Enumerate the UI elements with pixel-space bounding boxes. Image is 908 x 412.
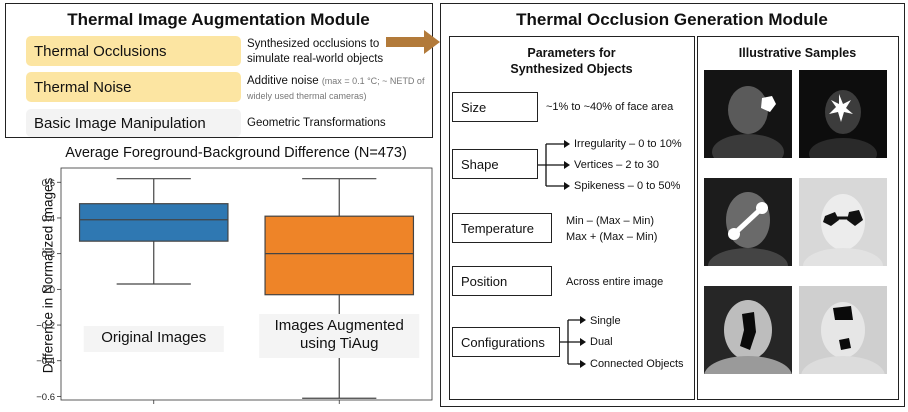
box-iqr [264, 215, 415, 296]
augmentation-module-title: Thermal Image Augmentation Module [67, 10, 370, 29]
samples-header: Illustrative Samples [738, 46, 857, 60]
shape-spikeness-value: Spikeness – 0 to 50% [574, 180, 681, 192]
temperature-param-label: Temperature [461, 220, 534, 236]
basic-manipulation-desc: Geometric Transformations [247, 117, 386, 129]
thermal-noise-desc: Additive noise (max = 0.1 °C; ~ NETD of … [247, 74, 424, 104]
occlusions-desc-line-1: Synthesized occlusions to [247, 38, 380, 50]
shape-irregularity-value: Irregularity – 0 to 10% [574, 138, 682, 150]
shape-param-box: Shape [452, 149, 538, 179]
y-tick-label: −0.6 [36, 392, 55, 403]
config-connected-value: Connected Objects [590, 358, 684, 370]
thermal-noise-item: Thermal Noise [26, 72, 241, 102]
config-single-value: Single [590, 315, 621, 327]
sample-image-1 [704, 70, 792, 158]
parameters-header-line-1: Parameters for [527, 46, 616, 60]
size-param-label: Size [461, 99, 487, 115]
position-param-box: Position [452, 266, 552, 296]
position-param-label: Position [461, 273, 508, 289]
sample-image-5 [704, 286, 792, 374]
thermal-occlusions-desc: Synthesized occlusions to simulate real-… [247, 37, 383, 67]
thermal-occlusions-item: Thermal Occlusions [26, 36, 241, 66]
parameters-header: Parameters for Synthesized Objects [450, 45, 693, 77]
y-tick-label: 0.4 [42, 213, 55, 224]
position-param-value: Across entire image [566, 276, 664, 288]
connector-arrow-icon [386, 30, 440, 54]
config-dual-value: Dual [590, 336, 613, 348]
category-label: Original Images [101, 329, 206, 346]
category-label: Images Augmented [275, 317, 404, 334]
configurations-param-label: Configurations [461, 334, 545, 350]
temperature-max-value: Max + (Max – Min) [566, 231, 658, 243]
shape-vertices-value: Vertices – 2 to 30 [574, 159, 659, 171]
y-tick-label: −0.4 [36, 356, 55, 367]
configurations-bracket-arrows-icon [560, 316, 586, 368]
y-tick-label: −0.2 [36, 321, 55, 332]
thermal-noise-label: Thermal Noise [34, 78, 132, 96]
basic-manipulation-label: Basic Image Manipulation [34, 114, 206, 132]
sample-image-6 [799, 286, 887, 374]
shape-param-label: Shape [461, 156, 499, 172]
y-tick-label: 0.0 [42, 285, 55, 296]
size-param-box: Size [452, 92, 538, 122]
category-label-backdrop [259, 314, 420, 358]
category-label-backdrop [83, 326, 224, 352]
basic-manipulation-item: Basic Image Manipulation [26, 109, 241, 137]
noise-desc-small-1: (max = 0.1 °C; ~ NETD of [321, 76, 425, 86]
thermal-occlusions-label: Thermal Occlusions [34, 42, 167, 60]
occlusions-desc-line-2: simulate real-world objects [247, 53, 384, 65]
chart-title: Average Foreground-Background Difference… [65, 145, 407, 161]
sample-image-3 [704, 178, 792, 266]
generation-module-title: Thermal Occlusion Generation Module [516, 10, 828, 29]
temperature-min-value: Min – (Max – Min) [566, 215, 655, 227]
augmentation-module-panel: Thermal Image Augmentation Module Therma… [5, 3, 433, 138]
parameters-header-line-2: Synthesized Objects [510, 62, 633, 76]
size-param-value: ~1% to ~40% of face area [546, 101, 674, 113]
noise-desc-main: Additive noise [247, 75, 319, 87]
shape-bracket-arrows-icon [538, 140, 570, 190]
sample-image-2 [799, 70, 887, 158]
box-iqr [78, 203, 229, 242]
noise-desc-small-2: widely used thermal cameras) [247, 91, 367, 101]
configurations-param-box: Configurations [452, 327, 560, 357]
temperature-param-box: Temperature [452, 213, 552, 243]
category-label: using TiAug [300, 335, 378, 352]
sample-image-4 [799, 178, 887, 266]
y-tick-label: 0.2 [42, 249, 55, 260]
y-tick-label: 0.6 [42, 178, 55, 189]
